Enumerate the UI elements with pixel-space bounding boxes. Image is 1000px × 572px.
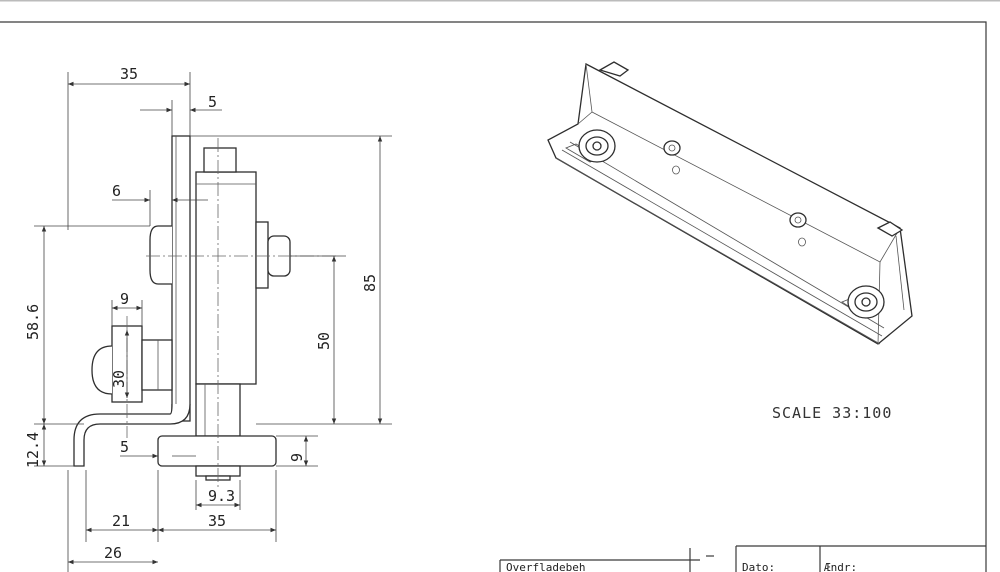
dim-35-bottom: 35	[208, 512, 226, 530]
dim-30: 30	[110, 370, 128, 388]
title-block: Overfladebeh Dato: Ændr:	[499, 545, 986, 572]
dim-6: 6	[112, 182, 121, 200]
dim-9-right: 9	[288, 453, 306, 462]
dim-9-top: 9	[120, 290, 129, 308]
dim-85: 85	[361, 274, 379, 292]
dimension-lines	[34, 72, 392, 572]
change-label: Ændr:	[824, 561, 857, 572]
dim-50: 50	[315, 332, 333, 350]
dimension-labels: 35 5 6 58.6 9 30 12.4 5 50 85 9 9.3 21 3…	[24, 65, 379, 562]
dim-26: 26	[104, 544, 122, 562]
isometric-view	[547, 61, 913, 345]
surface-treatment-label: Overfladebeh	[506, 561, 585, 572]
dim-5-top: 5	[208, 93, 217, 111]
dim-35-top: 35	[120, 65, 138, 83]
dim-58-6: 58.6	[24, 304, 42, 340]
side-view	[73, 135, 336, 488]
dim-5-bottom: 5	[120, 438, 129, 456]
dim-12-4: 12.4	[24, 432, 42, 468]
dim-21: 21	[112, 512, 130, 530]
date-label: Dato:	[742, 561, 775, 572]
dim-9-3: 9.3	[208, 487, 235, 505]
scale-label: SCALE 33:100	[772, 404, 892, 422]
